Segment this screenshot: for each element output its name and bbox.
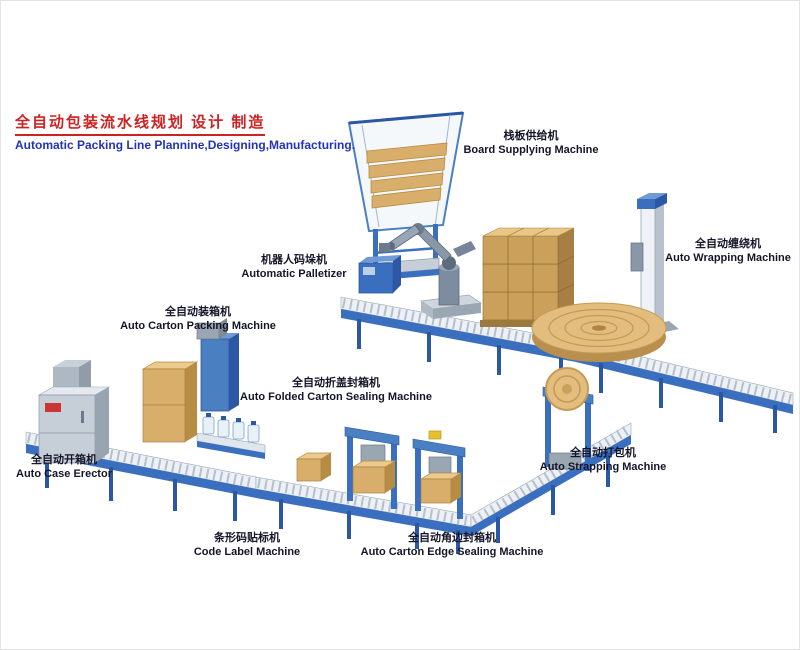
- label-folded-carton-sealing-machine: 全自动折盖封箱机 Auto Folded Carton Sealing Mach…: [231, 376, 441, 405]
- carton-packing-machine-graphic: [141, 318, 266, 459]
- label-en: Auto Wrapping Machine: [665, 252, 791, 265]
- label-zh: 栈板供给机: [503, 130, 559, 142]
- board-supplying-machine-graphic: [347, 111, 465, 280]
- title-en: Automatic Packing Line Plannine,Designin…: [15, 138, 356, 152]
- label-auto-case-erector: 全自动开箱机 Auto Case Erector: [1, 453, 127, 482]
- folded-carton-sealing-machine-graphic: [344, 426, 400, 509]
- label-en: Auto Folded Carton Sealing Machine: [240, 391, 432, 404]
- wrapping-turntable-graphic: [531, 302, 667, 362]
- label-zh: 全自动角边封箱机: [408, 532, 496, 544]
- carton-graphic: [295, 452, 333, 482]
- label-zh: 机器人码垛机: [261, 254, 327, 266]
- label-zh: 全自动折盖封箱机: [292, 377, 380, 389]
- label-carton-edge-sealing-machine: 全自动角边封箱机 Auto Carton Edge Sealing Machin…: [347, 531, 557, 560]
- label-carton-packing-machine: 全自动装箱机 Auto Carton Packing Machine: [108, 305, 288, 334]
- label-en: Auto Carton Edge Sealing Machine: [360, 546, 544, 559]
- strapping-machine-graphic: [542, 367, 594, 471]
- title-zh: 全自动包装流水线规划 设计 制造: [15, 111, 266, 136]
- label-en: Automatic Palletizer: [241, 268, 347, 281]
- label-auto-wrapping-machine: 全自动缠绕机 Auto Wrapping Machine: [658, 237, 798, 266]
- label-en: Auto Case Erector: [16, 468, 112, 481]
- label-en: Auto Carton Packing Machine: [120, 320, 276, 333]
- edge-sealing-machine-graphic: [412, 430, 466, 519]
- label-board-supplying-machine: 栈板供给机 Board Supplying Machine: [441, 129, 621, 158]
- control-cabinet-graphic: [358, 255, 401, 294]
- label-en: Auto Strapping Machine: [539, 461, 667, 474]
- title-block: 全自动包装流水线规划 设计 制造 Automatic Packing Line …: [15, 111, 355, 152]
- label-en: Code Label Machine: [193, 546, 301, 559]
- label-en: Board Supplying Machine: [463, 144, 599, 157]
- label-zh: 条形码贴标机: [214, 532, 280, 544]
- label-code-label-machine: 条形码贴标机 Code Label Machine: [177, 531, 317, 560]
- case-erector-graphic: [37, 360, 111, 464]
- label-zh: 全自动开箱机: [31, 454, 97, 466]
- label-zh: 全自动缠绕机: [695, 238, 761, 250]
- label-automatic-palletizer: 机器人码垛机 Automatic Palletizer: [224, 253, 364, 282]
- label-auto-strapping-machine: 全自动打包机 Auto Strapping Machine: [523, 446, 683, 475]
- label-zh: 全自动打包机: [570, 447, 636, 459]
- label-zh: 全自动装箱机: [165, 306, 231, 318]
- palletizer-robot-graphic: [379, 223, 482, 319]
- wrapping-machine-mast-graphic: [630, 193, 679, 337]
- conveyor-bottom-graphic: [255, 476, 472, 554]
